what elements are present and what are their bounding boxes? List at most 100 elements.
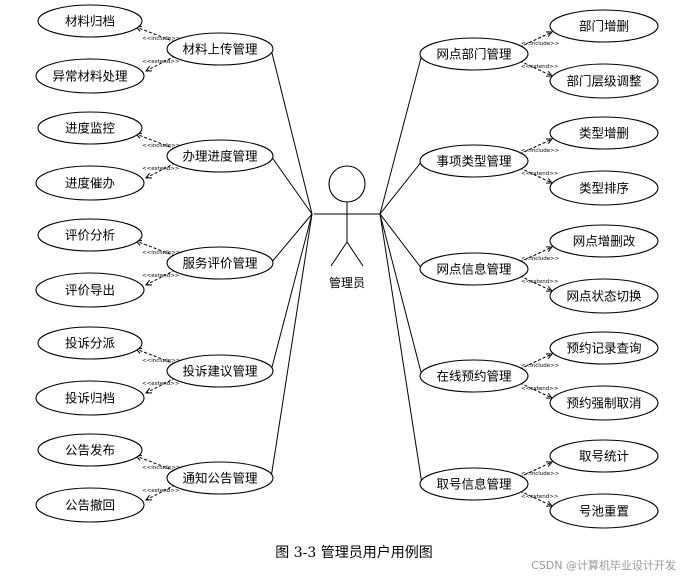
assoc-right-1 (379, 160, 423, 215)
usecase-right-extend-2-shape (549, 278, 659, 314)
assoc-left-4 (270, 213, 313, 479)
include-left-0 (135, 26, 176, 43)
extend-label-right-0: <<extend>> (521, 64, 559, 70)
usecase-left-main-4-shape (166, 461, 274, 495)
usecase-right-extend-2: 网点状态切换 (549, 278, 659, 314)
extend-left-3-head (144, 387, 153, 394)
extend-left-3 (145, 377, 176, 394)
usecase-right-extend-3-shape (549, 385, 659, 421)
assoc-left-1 (270, 155, 313, 215)
extend-label-left-1: <<extend>> (142, 166, 180, 172)
include-left-3 (135, 348, 176, 365)
usecase-right-extend-0: 部门层级调整 (549, 63, 659, 99)
usecase-right-extend-2-label: 网点状态切换 (566, 289, 642, 304)
actor-left-leg (330, 241, 348, 267)
usecase-right-include-2-shape (549, 224, 659, 258)
use-case-nodes: 材料上传管理材料归档异常材料处理办理进度管理进度监控进度催办服务评价管理评价分析… (35, 4, 659, 529)
usecase-right-main-0: 网点部门管理 (419, 37, 529, 71)
usecase-left-main-1-label: 办理进度管理 (182, 149, 258, 164)
usecase-right-include-4: 取号统计 (549, 439, 659, 473)
usecase-left-main-1: 办理进度管理 (166, 139, 274, 173)
assoc-right-3 (379, 213, 423, 377)
usecase-right-main-1-label: 事项类型管理 (436, 154, 512, 169)
extend-right-2 (519, 275, 553, 292)
usecase-left-include-0-shape (37, 4, 143, 38)
include-right-2 (519, 246, 553, 263)
extend-label-left-4: <<extend>> (142, 488, 180, 494)
usecase-left-include-2-shape (37, 218, 143, 252)
usecase-right-main-0-shape (419, 37, 529, 71)
actor-right-leg (346, 241, 364, 267)
usecase-right-include-1-shape (549, 116, 659, 150)
usecase-right-main-4: 取号信息管理 (419, 467, 529, 501)
usecase-left-extend-3-shape (35, 380, 145, 416)
assoc-right-2 (379, 213, 423, 270)
usecase-right-extend-1-label: 类型排序 (579, 181, 629, 196)
usecase-left-main-3: 投诉建议管理 (166, 354, 274, 388)
usecase-left-include-3-shape (37, 326, 143, 360)
usecase-right-main-3-label: 在线预约管理 (436, 369, 512, 384)
include-left-2 (135, 240, 176, 257)
usecase-right-main-3: 在线预约管理 (419, 359, 529, 393)
include-right-3 (519, 353, 553, 370)
usecase-left-include-1-shape (37, 111, 143, 145)
usecase-left-main-0: 材料上传管理 (166, 32, 274, 66)
usecase-right-include-1: 类型增删 (549, 116, 659, 150)
usecase-left-extend-0: 异常材料处理 (35, 58, 145, 94)
include-label-left-4: <<include>> (142, 465, 181, 471)
include-right-4-head (545, 461, 554, 467)
usecase-right-extend-4-label: 号池重置 (579, 504, 629, 519)
usecase-left-include-0: 材料归档 (37, 4, 143, 38)
extend-label-left-2: <<extend>> (142, 273, 180, 279)
usecase-right-extend-1-shape (549, 170, 659, 206)
extend-left-0 (145, 55, 176, 72)
usecase-left-main-0-label: 材料上传管理 (182, 42, 258, 57)
include-right-1-head (545, 138, 554, 144)
usecase-left-extend-1-label: 进度催办 (65, 176, 115, 191)
extend-right-0-head (545, 71, 554, 77)
extend-label-left-0: <<extend>> (142, 59, 180, 65)
extend-left-4 (145, 484, 176, 501)
assoc-left-0 (270, 48, 313, 215)
usecase-left-include-4-shape (37, 433, 143, 467)
usecase-left-extend-0-shape (35, 58, 145, 94)
usecase-left-main-2: 服务评价管理 (166, 246, 274, 280)
assoc-right-0 (379, 53, 423, 215)
extend-label-right-2: <<extend>> (521, 279, 559, 285)
actor-figure: 管理员 (314, 165, 380, 290)
usecase-left-extend-3: 投诉归档 (35, 380, 145, 416)
usecase-right-include-3: 预约记录查询 (549, 331, 659, 365)
usecase-right-include-0-shape (549, 9, 659, 43)
include-right-4 (519, 461, 553, 478)
extend-label-right-4: <<extend>> (521, 494, 559, 500)
usecase-left-include-1: 进度监控 (37, 111, 143, 145)
usecase-right-main-4-shape (419, 467, 529, 501)
extend-left-4-head (144, 494, 153, 501)
assoc-left-2 (270, 213, 313, 264)
usecase-right-include-2: 网点增删改 (549, 224, 659, 258)
include-right-3-head (545, 353, 554, 359)
include-label-right-4: <<include>> (521, 471, 560, 477)
usecase-right-main-4-label: 取号信息管理 (436, 477, 512, 492)
usecase-right-include-0: 部门增删 (549, 9, 659, 43)
actor-label: 管理员 (329, 275, 365, 290)
usecase-right-include-1-label: 类型增删 (579, 126, 629, 141)
usecase-left-main-3-label: 投诉建议管理 (182, 364, 258, 379)
usecase-left-extend-4-label: 公告撤回 (65, 498, 115, 513)
extend-left-2 (145, 269, 176, 286)
extend-left-1-head (144, 172, 153, 179)
usecase-left-main-4-label: 通知公告管理 (182, 471, 258, 486)
include-label-right-2: <<include>> (521, 256, 560, 262)
usecase-right-extend-3: 预约强制取消 (549, 385, 659, 421)
extend-left-2-head (144, 279, 153, 286)
usecase-right-include-2-label: 网点增删改 (573, 234, 636, 249)
extend-right-1-head (545, 178, 554, 184)
extend-right-1 (519, 167, 553, 184)
usecase-left-main-2-label: 服务评价管理 (182, 256, 258, 271)
usecase-left-main-3-shape (166, 354, 274, 388)
include-right-0 (519, 31, 553, 48)
usecase-right-main-3-shape (419, 359, 529, 393)
usecase-right-main-2-shape (419, 252, 529, 286)
assoc-left-3 (270, 213, 313, 372)
